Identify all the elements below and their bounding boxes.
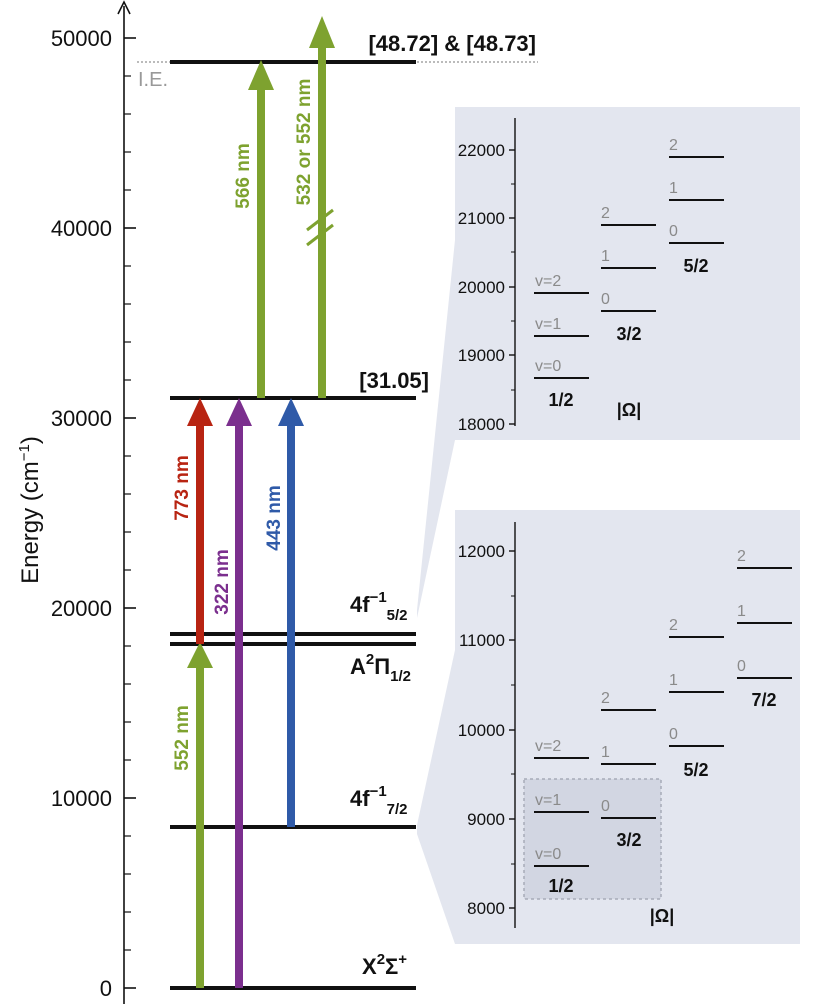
level-label-top: [48.72] & [48.73] xyxy=(368,31,536,56)
level-label-a-pi: A2Π1/2 xyxy=(350,651,411,685)
omega-label: 7/2 xyxy=(751,690,776,710)
tick-label: 0 xyxy=(100,976,112,1001)
arrow-label-443: 443 nm xyxy=(264,485,285,550)
vib-label: v=2 xyxy=(535,273,561,290)
tick-label: 50000 xyxy=(51,26,112,51)
axis-tick-labels: 0 10000 20000 30000 40000 50000 xyxy=(51,26,112,1001)
omega-label: 5/2 xyxy=(683,760,708,780)
tick-label: 20000 xyxy=(51,596,112,621)
axis-arrowhead-icon xyxy=(117,0,131,15)
inset-tick-label: 10000 xyxy=(458,721,505,740)
omega-label: 3/2 xyxy=(616,324,641,344)
arrow-566nm: 566 nm xyxy=(233,60,274,398)
inset-tick-label: 21000 xyxy=(458,209,505,228)
omega-label: 5/2 xyxy=(683,256,708,276)
vib-label: 0 xyxy=(601,798,610,815)
inset-bottom-levels: v=0 v=1 v=2 1/2 0 1 2 3/2 0 1 2 5/2 0 1 … xyxy=(534,548,792,926)
vib-label: v=0 xyxy=(535,846,561,863)
vib-label: 1 xyxy=(601,248,610,265)
vib-label: 2 xyxy=(669,617,678,634)
omega-label: 1/2 xyxy=(548,390,573,410)
omega-label: 1/2 xyxy=(548,876,573,896)
omega-label: 3/2 xyxy=(616,830,641,850)
inset-tick-label: 18000 xyxy=(458,415,505,434)
arrow-label-532: 532 or 552 nm xyxy=(294,79,315,206)
vib-label: 2 xyxy=(601,205,610,222)
arrow-label-566: 566 nm xyxy=(233,143,254,208)
inset-tick-label: 20000 xyxy=(458,278,505,297)
inset-tick-label: 22000 xyxy=(458,141,505,160)
vib-label: 0 xyxy=(669,726,678,743)
vib-label: 1 xyxy=(737,603,746,620)
vib-label: 0 xyxy=(601,291,610,308)
vib-label: 2 xyxy=(669,137,678,154)
vib-label: v=1 xyxy=(535,316,561,333)
inset-tick-label: 19000 xyxy=(458,346,505,365)
vib-label: 2 xyxy=(737,548,746,565)
tick-label: 30000 xyxy=(51,406,112,431)
vib-label: 0 xyxy=(669,223,678,240)
inset-tick-label: 9000 xyxy=(467,810,505,829)
vib-label: 1 xyxy=(669,180,678,197)
level-label-mid: [31.05] xyxy=(359,368,429,393)
tick-label: 40000 xyxy=(51,216,112,241)
vib-label: v=0 xyxy=(535,358,561,375)
arrow-label-552: 552 nm xyxy=(172,705,193,770)
arrow-532-or-552nm: 532 or 552 nm xyxy=(294,16,335,398)
inset-tick-label: 11000 xyxy=(459,631,505,650)
vib-label: v=1 xyxy=(535,792,561,809)
omega-axis-label: |Ω| xyxy=(650,906,675,926)
level-label-ground: X2Σ+ xyxy=(362,951,407,979)
inset-bottom-axis: 12000 11000 10000 9000 8000 xyxy=(458,522,516,928)
arrow-label-773: 773 nm xyxy=(172,455,193,520)
ie-label: I.E. xyxy=(138,69,168,91)
inset-top-levels: v=0 v=1 v=2 1/2 0 1 2 3/2 0 1 2 5/2 |Ω| xyxy=(534,137,724,420)
vib-label: 1 xyxy=(601,744,610,761)
inset-top-panel xyxy=(417,107,800,618)
inset-tick-label: 12000 xyxy=(458,542,505,561)
highlight-box xyxy=(523,778,662,900)
energy-axis xyxy=(117,0,136,1004)
arrow-552nm: 552 nm xyxy=(172,642,213,988)
axis-break-icon xyxy=(306,223,334,247)
level-label-f52: 4f−15/2 xyxy=(350,589,408,624)
arrow-773nm: 773 nm xyxy=(172,398,213,644)
inset-bottom-panel xyxy=(417,510,800,944)
axis-break-icon xyxy=(306,208,334,232)
tick-label: 10000 xyxy=(51,786,112,811)
omega-axis-label: |Ω| xyxy=(617,400,642,420)
vib-label: 1 xyxy=(669,672,678,689)
inset-tick-label: 8000 xyxy=(467,899,505,918)
vib-label: 0 xyxy=(737,658,746,675)
vib-label: 2 xyxy=(601,690,610,707)
level-label-f72: 4f−17/2 xyxy=(350,783,408,818)
vib-label: v=2 xyxy=(535,738,561,755)
axis-title: Energy (cm−1) xyxy=(16,436,44,584)
arrow-label-322: 322 nm xyxy=(212,549,233,614)
arrow-322nm: 322 nm xyxy=(212,398,252,988)
inset-top-axis: 22000 21000 20000 19000 18000 xyxy=(458,118,516,434)
arrow-443nm: 443 nm xyxy=(264,398,304,827)
